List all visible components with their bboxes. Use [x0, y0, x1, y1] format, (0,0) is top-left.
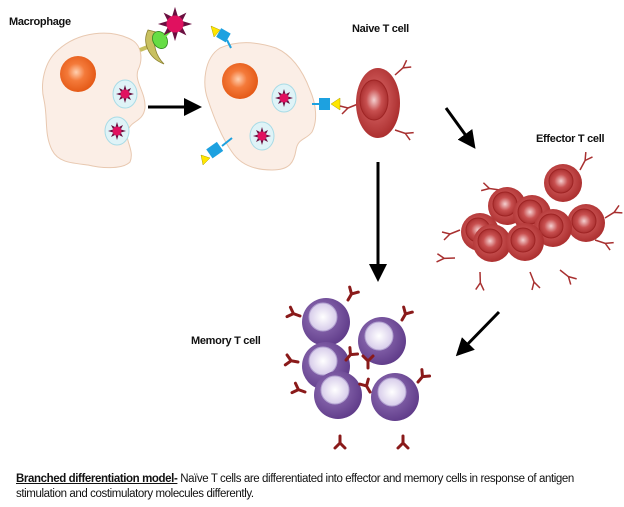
macrophage-nucleus — [222, 63, 258, 99]
macrophage-cell — [42, 32, 146, 169]
memory-t-cell-label: Memory T cell — [191, 335, 261, 347]
caption-text: Naïve T cells are differentiated into ef… — [16, 473, 574, 500]
macrophage-nucleus — [60, 56, 96, 92]
mhc-complex-bottom — [200, 137, 233, 166]
naive-t-cell — [339, 58, 416, 143]
effector-t-cell — [472, 223, 512, 263]
naive-t-cell-label: Naive T cell — [352, 23, 409, 35]
arrow-effector-to-memory — [455, 310, 501, 357]
mhc-complex-right — [312, 97, 341, 111]
figure-caption: Branched differentiation model- Naïve T … — [16, 472, 606, 502]
effector-t-cell — [566, 203, 606, 243]
effector-t-cell-label: Effector T cell — [536, 133, 605, 145]
antibody-icon — [333, 434, 347, 450]
mhc-complex-top — [210, 25, 232, 49]
memory-t-cell — [301, 297, 351, 347]
antigen-vesicle — [250, 122, 274, 150]
memory-t-cell — [370, 372, 420, 422]
antibody-icon — [396, 434, 410, 450]
macrophage-label: Macrophage — [9, 16, 71, 28]
antibody-icon — [412, 368, 432, 387]
memory-t-cell-cluster — [283, 285, 432, 450]
effector-t-cell-cluster — [433, 150, 624, 294]
antibody-icon — [290, 381, 309, 399]
memory-t-cell — [313, 370, 363, 420]
antigen-vesicle — [272, 84, 296, 112]
caption-lead: Branched differentiation model- — [16, 473, 178, 485]
antigen-vesicle — [113, 80, 137, 108]
antibody-icon — [396, 305, 414, 324]
arrow-to-effector — [444, 107, 476, 149]
antibody-icon — [283, 353, 301, 369]
effector-t-cell — [543, 163, 583, 203]
antibody-icon — [342, 285, 360, 304]
antigen-presenting-macrophage — [204, 42, 317, 171]
antigen-vesicle — [105, 117, 129, 145]
antibody-icon — [285, 305, 304, 323]
effector-t-cell — [505, 222, 545, 262]
